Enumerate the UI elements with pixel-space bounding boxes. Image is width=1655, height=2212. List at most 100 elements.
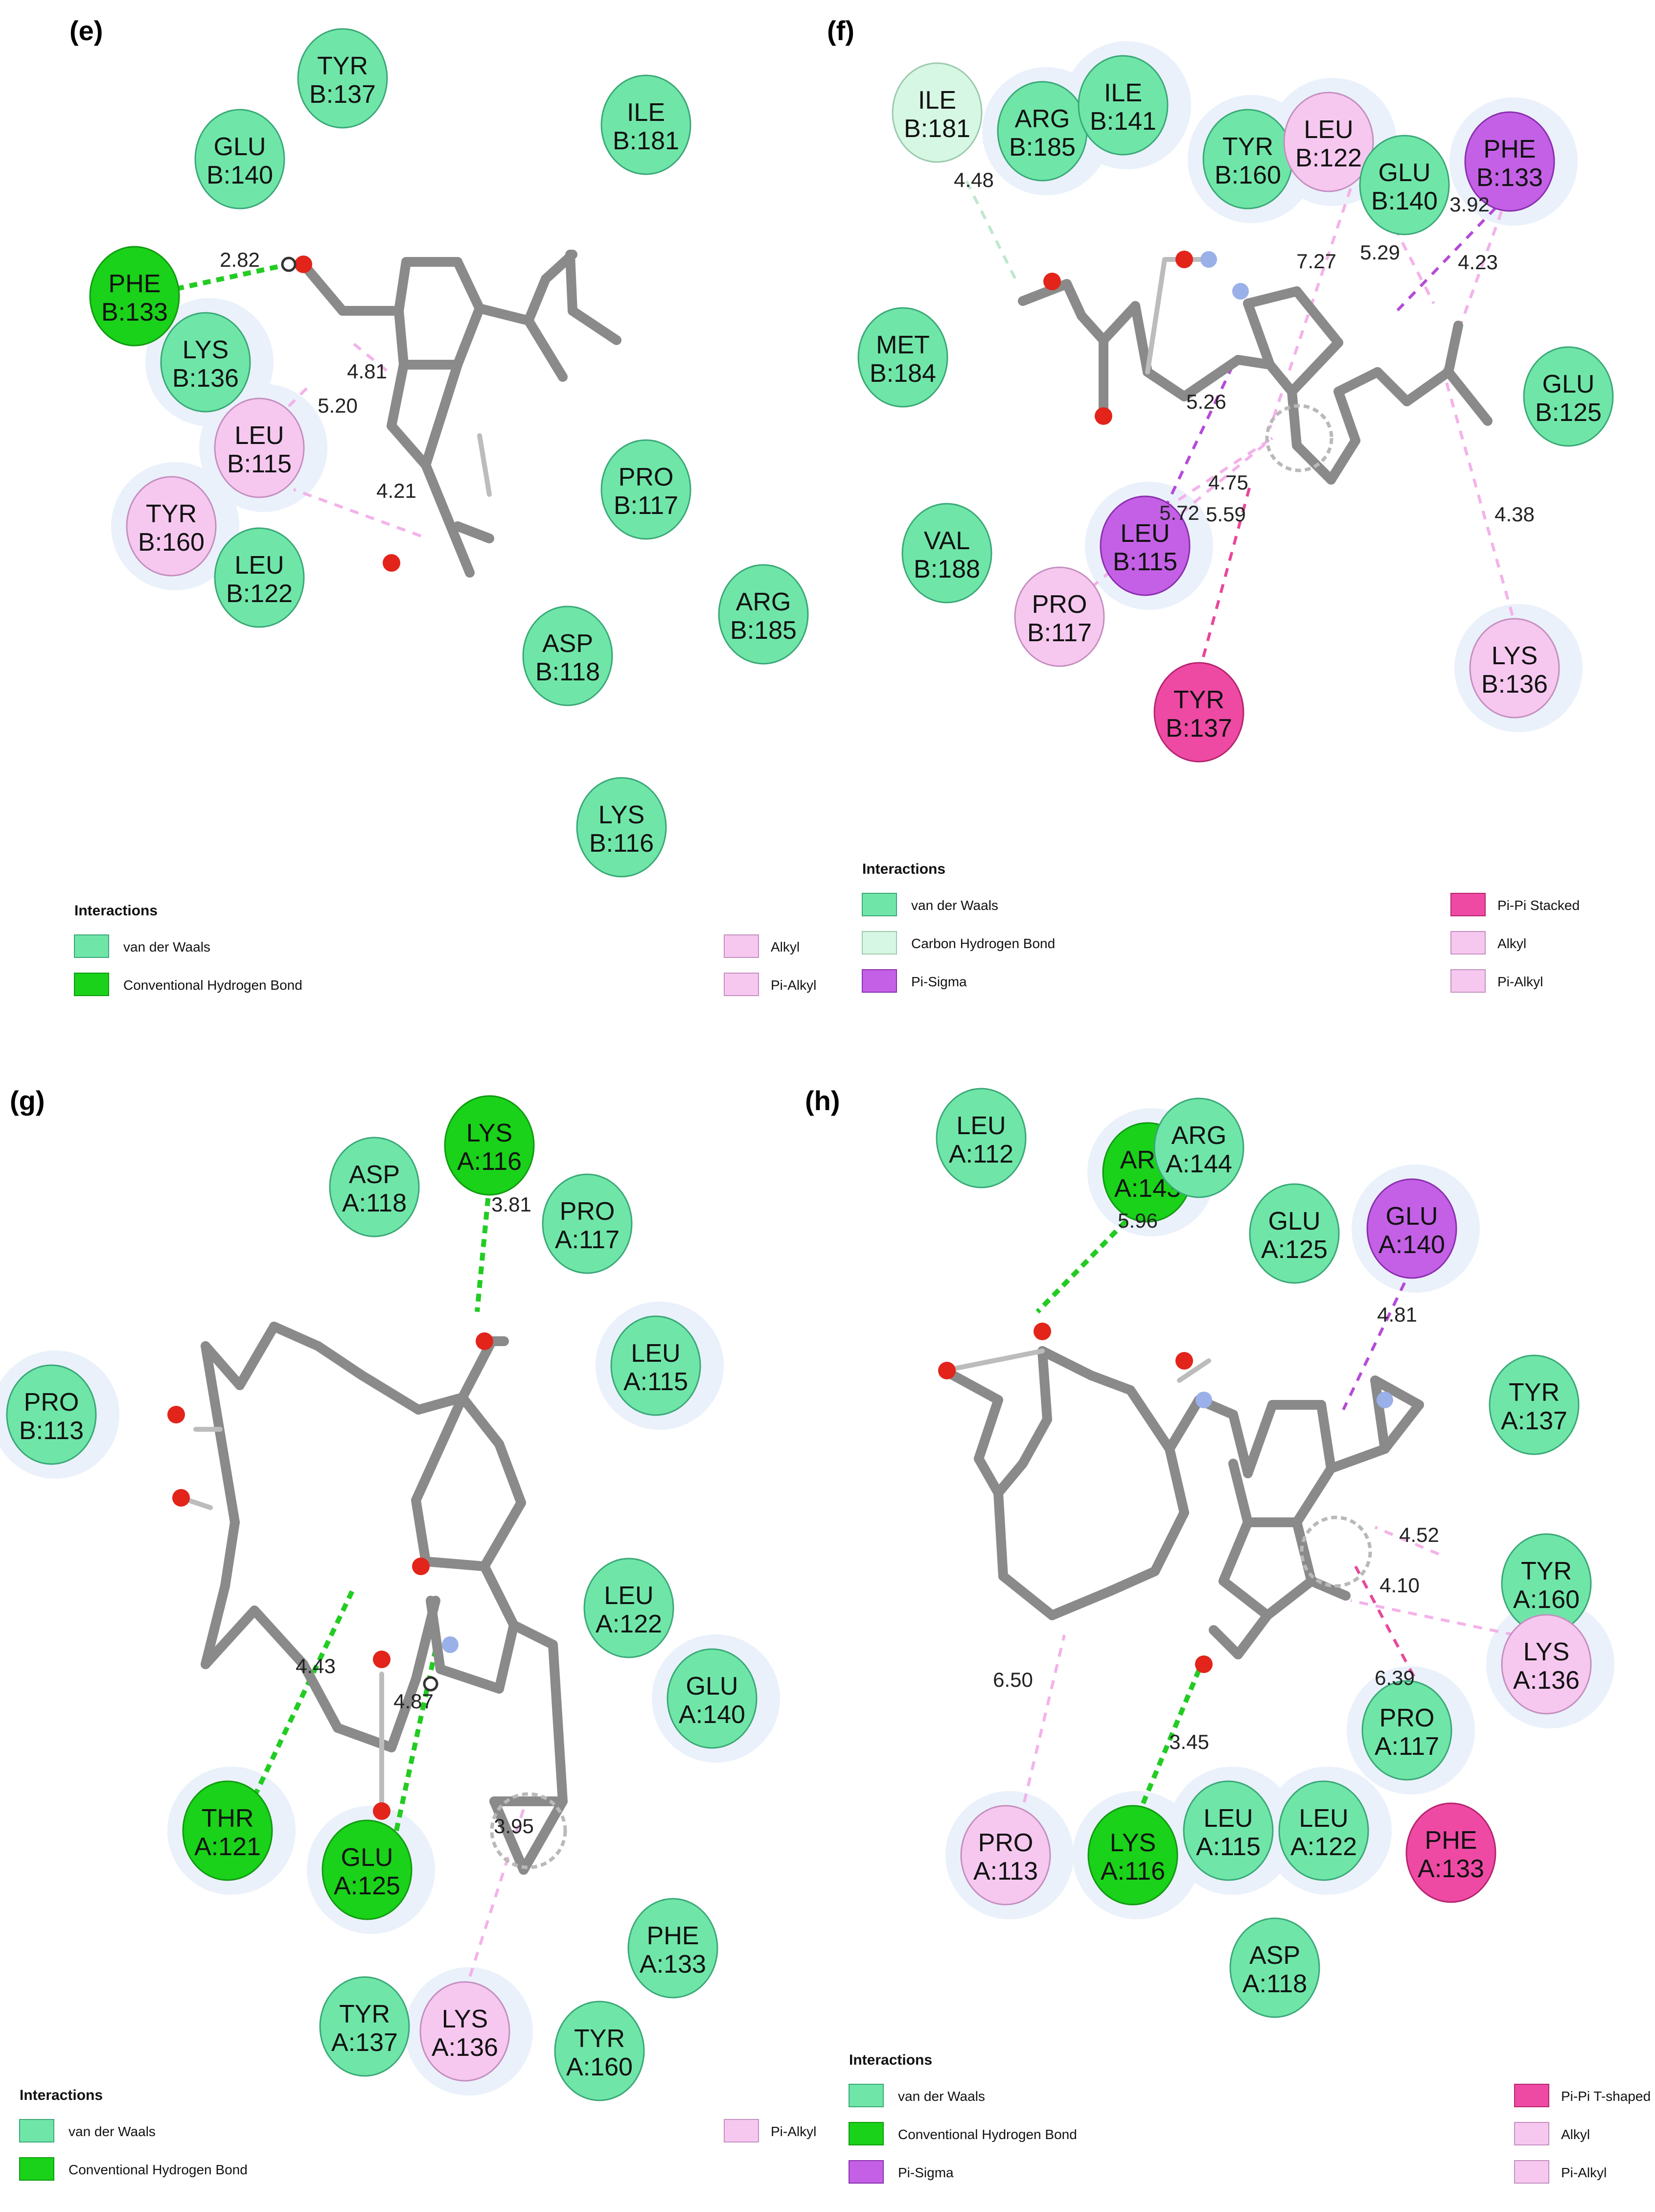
interaction-line-alkyl <box>1164 437 1273 511</box>
residue-name: PHE <box>647 1922 699 1950</box>
residue-name: PRO <box>560 1197 615 1226</box>
legend-title: Interactions <box>20 2087 103 2103</box>
residue-disc <box>627 1898 718 1999</box>
residue-chain-number: A:117 <box>555 1226 620 1254</box>
nitrogen-atom <box>1377 1392 1393 1408</box>
residue-chain-number: A:140 <box>679 1700 745 1729</box>
ligand-bond <box>1243 286 1302 308</box>
residue-disc <box>1361 1680 1452 1781</box>
ligand-bond <box>1179 355 1243 401</box>
ligand-bond <box>524 316 568 382</box>
residue-chain-number: A:160 <box>566 2053 633 2081</box>
residue-name: ILE <box>1104 79 1142 107</box>
residue-chain-number: A:125 <box>334 1872 400 1900</box>
distance-label: 4.10 <box>1379 1574 1420 1597</box>
ligand-bond <box>494 1439 526 1508</box>
panel-label-g: (g) <box>10 1085 45 1116</box>
residue-disc <box>1153 1097 1244 1198</box>
residue-disc <box>600 439 691 540</box>
legend-swatch-chbond <box>862 931 897 955</box>
ligand-bond <box>411 1596 440 1684</box>
ligand-bond <box>480 1498 526 1571</box>
aromatic-ring <box>1265 404 1333 472</box>
residue-name: ASP <box>542 629 593 658</box>
residue-disc <box>936 1088 1027 1188</box>
ligand-bond <box>565 250 577 316</box>
residue-disc <box>329 1137 420 1237</box>
ligand-bond <box>1086 1371 1135 1395</box>
residue-disc <box>1489 1354 1580 1455</box>
nitrogen-atom <box>1195 1392 1212 1408</box>
ligand-bond <box>1126 1385 1174 1454</box>
distance-label: 5.59 <box>1206 503 1246 526</box>
ligand-bond <box>1287 387 1302 450</box>
legend-swatch-vdw <box>862 893 897 916</box>
distance-label: 3.92 <box>1449 193 1490 216</box>
residue-chain-number: A:117 <box>1375 1732 1439 1761</box>
legend-title: Interactions <box>74 903 158 919</box>
residue-chain-number: A:133 <box>640 1950 706 1979</box>
legend-label: Carbon Hydrogen Bond <box>911 936 1055 951</box>
ligand-bond <box>1218 1576 1272 1620</box>
residue-disc <box>6 1364 97 1465</box>
panel-label-f: (f) <box>827 15 854 46</box>
ligand-bond <box>411 1495 431 1566</box>
ligand-bond <box>1316 1400 1336 1473</box>
